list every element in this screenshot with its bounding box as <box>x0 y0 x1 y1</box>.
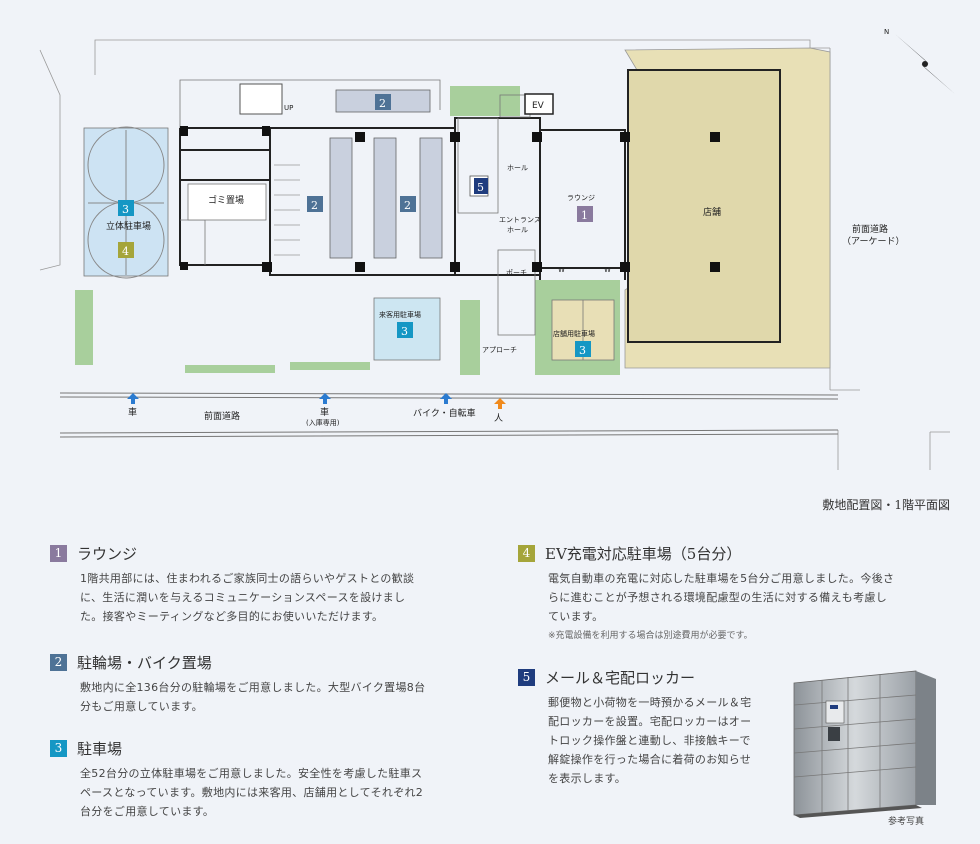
label-garbage: ゴミ置場 <box>208 194 244 206</box>
label-multilevel-parking: 立体駐車場 <box>106 220 151 232</box>
label-car-in: 車 <box>320 406 329 418</box>
compass-n: N <box>884 28 889 36</box>
section-ev-parking: 4 EV充電対応駐車場（5台分） 電気自動車の充電に対応した駐車場を5台分ご用意… <box>518 543 958 641</box>
label-w2: W <box>604 266 611 274</box>
label-store: 店舗 <box>703 206 721 218</box>
section-body: 郵便物と小荷物を一時預かるメール＆宅 配ロッカーを設置。宅配ロッカーはオー トロ… <box>548 696 752 785</box>
svg-text:2: 2 <box>404 199 411 212</box>
bike-stripes <box>274 164 300 256</box>
north-compass-icon <box>895 34 955 94</box>
section-number: 1 <box>50 544 67 562</box>
badge-bike-left: 2 <box>307 196 323 212</box>
label-up: UP <box>284 104 293 112</box>
label-entrance-hall-2: ホール <box>507 226 528 234</box>
section-body: 電気自動車の充電に対応した駐車場を5台分ご用意しました。今後さ らに進むことが予… <box>548 572 895 623</box>
label-lounge: ラウンジ <box>567 194 595 202</box>
section-title: 駐輪場・バイク置場 <box>77 653 212 672</box>
badge-locker: 5 <box>474 178 488 194</box>
section-number: 3 <box>50 739 67 757</box>
section-title: 駐車場 <box>77 739 123 758</box>
badge-bike-top: 2 <box>375 94 391 110</box>
section-locker: 5 メール＆宅配ロッカー 郵便物と小荷物を一時預かるメール＆宅 配ロッカーを設置… <box>518 667 788 788</box>
section-body: 全52台分の立体駐車場をご用意しました。安全性を考慮した駐車ス ペースとなってい… <box>80 767 424 818</box>
svg-text:3: 3 <box>401 325 408 338</box>
label-hall: ホール <box>507 164 528 172</box>
section-lounge: 1 ラウンジ 1階共用部には、住まわれるご家族同士の語らいやゲストとの歓談 に、… <box>50 543 480 626</box>
label-ev: EV <box>532 101 545 111</box>
label-porch: ポーチ <box>506 269 527 277</box>
section-number: 4 <box>518 544 535 562</box>
store-column <box>710 262 720 272</box>
store-column <box>710 132 720 142</box>
locker-photo <box>793 670 936 818</box>
entry-arrows <box>127 393 506 409</box>
store-building <box>627 69 781 343</box>
label-store-parking: 店舗用駐車場 <box>553 329 595 338</box>
elevator <box>524 93 554 115</box>
section-note: ※充電設備を利用する場合は別途費用が必要です。 <box>548 631 753 641</box>
main-building-walls <box>179 117 626 280</box>
bike-racks <box>329 89 443 259</box>
label-bike-entry: バイク・自転車 <box>413 407 476 419</box>
site-floor-plan: ゴミ置場 立体駐車場 来客用駐車場 店舗用駐車場 ホール ラウンジ エントランス… <box>39 28 955 470</box>
badge-visitor-parking: 3 <box>397 322 413 338</box>
section-title: メール＆宅配ロッカー <box>545 668 696 687</box>
svg-text:2: 2 <box>379 97 386 110</box>
section-title: ラウンジ <box>77 544 138 563</box>
svg-text:2: 2 <box>311 199 318 212</box>
label-entrance-hall-1: エントランス <box>499 216 541 224</box>
section-title: EV充電対応駐車場（5台分） <box>545 544 742 563</box>
badge-lounge: 1 <box>577 206 593 222</box>
label-car-in-note: (入庫専用) <box>306 418 340 427</box>
label-person-entry: 人 <box>494 413 503 424</box>
svg-text:3: 3 <box>122 203 129 216</box>
section-body: 敷地内に全136台分の駐輪場をご用意しました。大型バイク置場8台 分もご用意して… <box>80 681 426 713</box>
front-road <box>59 392 839 438</box>
stairs <box>239 83 283 115</box>
label-arcade-road: 前面道路 <box>852 223 888 235</box>
label-visitor-parking: 来客用駐車場 <box>379 310 421 319</box>
garbage-room <box>187 183 267 221</box>
section-number: 5 <box>518 668 535 686</box>
label-arcade-note: （アーケード） <box>842 236 904 247</box>
badge-store-parking: 3 <box>575 341 591 357</box>
section-number: 2 <box>50 653 67 671</box>
label-front-road: 前面道路 <box>204 410 240 422</box>
interior-lines <box>179 79 536 336</box>
badge-multilevel-parking: 3 <box>118 200 134 216</box>
photo-caption: 参考写真 <box>888 817 925 827</box>
section-body: 1階共用部には、住まわれるご家族同士の語らいやゲストとの歓談 に、生活に潤いを与… <box>80 572 415 623</box>
label-w1: W <box>558 266 565 274</box>
structure-columns <box>180 126 630 272</box>
section-parking: 3 駐車場 全52台分の立体駐車場をご用意しました。安全性を考慮した駐車ス ペー… <box>50 738 480 821</box>
label-car: 車 <box>128 406 137 418</box>
svg-text:3: 3 <box>579 344 586 357</box>
badge-ev-parking: 4 <box>118 242 134 258</box>
badge-bike-mid: 2 <box>400 196 416 212</box>
svg-text:5: 5 <box>477 181 484 194</box>
svg-text:1: 1 <box>581 209 588 222</box>
svg-text:4: 4 <box>122 245 129 258</box>
section-bike-parking: 2 駐輪場・バイク置場 敷地内に全136台分の駐輪場をご用意しました。大型バイク… <box>50 652 480 716</box>
label-approach: アプローチ <box>482 346 517 354</box>
plan-caption: 敷地配置図・1階平面図 <box>822 498 950 512</box>
